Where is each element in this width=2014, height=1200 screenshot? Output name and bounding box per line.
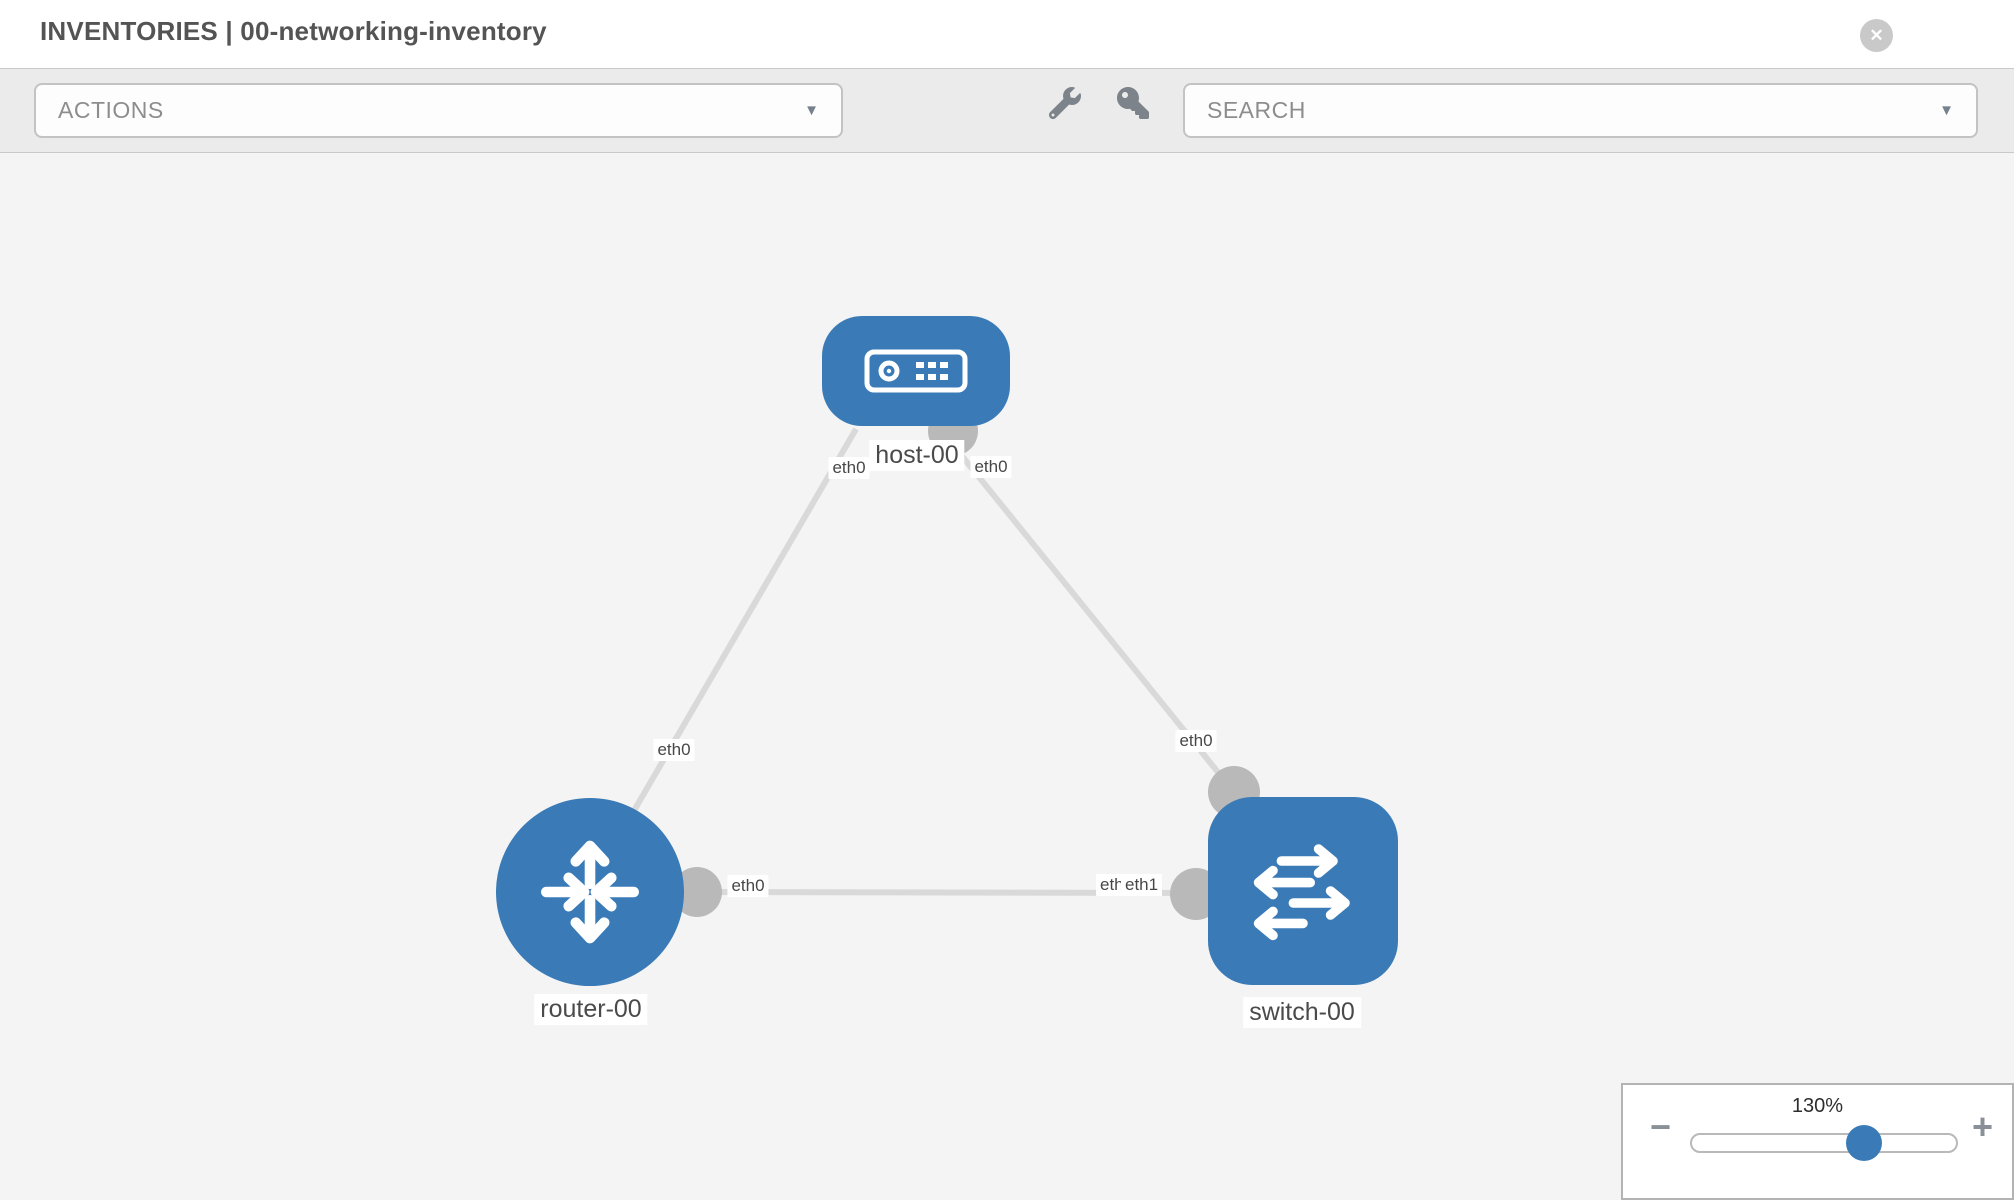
zoom-in-button[interactable]: + [1972,1106,1994,1147]
zoom-slider-thumb[interactable] [1846,1125,1882,1161]
node-router-00[interactable] [496,798,684,986]
actions-dropdown-label: ACTIONS [58,97,164,123]
host-icon [864,349,968,393]
credentials-key-button[interactable] [1117,87,1149,119]
wrench-icon [1048,87,1081,120]
router-icon [541,840,639,944]
if-label-switch-to-host: eth0 [1175,730,1217,752]
key-icon [1117,87,1149,119]
search-dropdown[interactable]: SEARCH ▼ [1183,83,1978,138]
node-host-00[interactable] [822,316,1010,426]
node-label-host: host-00 [869,440,965,471]
chevron-down-icon: ▼ [804,102,819,119]
page-title: INVENTORIES | 00-networking-inventory [40,16,547,46]
if-label-router-to-host: eth0 [653,739,695,761]
link-host-router[interactable] [625,427,859,823]
zoom-level-value: 130% [1791,1095,1844,1117]
switch-icon [1253,844,1350,941]
topology-canvas[interactable]: host-00 router-00 switch-00 eth0 eth0 et… [0,153,2014,1200]
if-label-router-to-switch: eth0 [727,875,769,897]
zoom-slider-track[interactable] [1690,1125,1958,1161]
actions-dropdown[interactable]: ACTIONS ▼ [34,83,843,138]
interface-dot-router[interactable] [672,867,722,917]
links-layer [625,406,1260,920]
toolbar: ACTIONS ▼ SEARCH ▼ [0,69,2014,153]
tools-wrench-button[interactable] [1048,87,1081,120]
node-switch-00[interactable] [1208,797,1398,985]
if-label-host-left: eth0 [828,457,870,479]
close-icon[interactable]: ✕ [1860,19,1893,52]
node-label-switch: switch-00 [1243,997,1361,1028]
search-dropdown-label: SEARCH [1207,97,1306,123]
node-label-router: router-00 [534,994,648,1025]
zoom-out-button[interactable]: − [1650,1106,1672,1147]
if-label-switch-to-router: eth1 [1121,874,1163,896]
header: INVENTORIES | 00-networking-inventory ✕ [0,0,2014,69]
chevron-down-icon: ▼ [1939,102,1954,119]
zoom-panel: 130% − + [1621,1083,2014,1200]
if-label-host-right: eth0 [970,456,1012,478]
close-glyph: ✕ [1869,25,1884,45]
